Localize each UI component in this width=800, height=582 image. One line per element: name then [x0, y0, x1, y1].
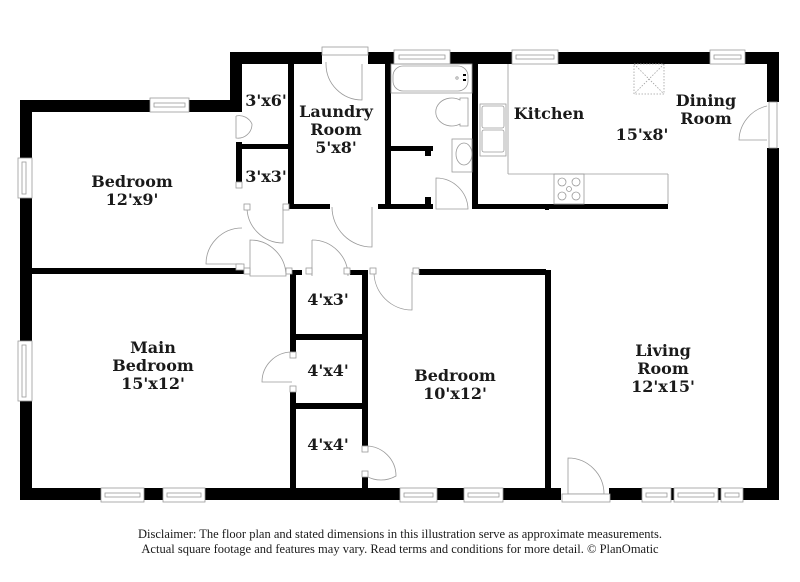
room-label-closet-4x4-a: 4'x4': [307, 362, 349, 380]
room-label-kitchen-dimensions: 15'x8': [616, 126, 669, 144]
room-dimensions: 12'x9': [105, 190, 159, 209]
room-label-living: Living Room 12'x15': [631, 342, 695, 396]
room-name: Kitchen: [513, 104, 585, 123]
floor-plan-drawing: [17, 46, 779, 503]
room-name-line1: Laundry: [299, 102, 373, 121]
room-label-bedroom-nw: Bedroom 12'x9': [91, 173, 173, 209]
room-label-closet-4x4-b: 4'x4': [307, 436, 349, 454]
bathroom-fixtures: [390, 63, 507, 173]
windows: [17, 46, 746, 503]
interior-walls: [32, 64, 668, 492]
room-label-bedroom-center: Bedroom 10'x12': [414, 367, 496, 403]
room-label-dining: Dining Room: [676, 92, 736, 128]
disclaimer: Disclaimer: The floor plan and stated di…: [0, 527, 800, 557]
room-name-line2: Room: [680, 109, 732, 128]
room-dimensions: 10'x12': [423, 384, 487, 403]
room-dimensions: 4'x3': [307, 290, 349, 309]
disclaimer-line-1: Disclaimer: The floor plan and stated di…: [138, 527, 662, 541]
room-label-kitchen: Kitchen: [514, 105, 585, 123]
kitchen-fixtures: [507, 63, 669, 205]
room-label-laundry: Laundry Room 5'x8': [299, 103, 373, 157]
room-dimensions: 15'x8': [615, 125, 669, 144]
room-dimensions: 3'x3': [245, 167, 287, 186]
room-label-closet-4x3: 4'x3': [307, 291, 349, 309]
room-label-closet-3x3: 3'x3': [245, 168, 287, 186]
room-name: Bedroom: [414, 366, 496, 385]
room-dimensions: 15'x12': [121, 374, 185, 393]
room-dimensions: 5'x8': [315, 138, 357, 157]
room-name-line2: Bedroom: [112, 356, 194, 375]
doors: [205, 62, 778, 503]
room-name-line1: Main: [130, 338, 176, 357]
room-dimensions: 4'x4': [307, 361, 349, 380]
room-name-line1: Dining: [675, 91, 737, 110]
room-name-line1: Living: [635, 341, 691, 360]
exterior-walls: [20, 52, 779, 500]
disclaimer-line-2: Actual square footage and features may v…: [141, 542, 659, 556]
room-name-line2: Room: [310, 120, 362, 139]
room-dimensions: 3'x6': [245, 91, 287, 110]
room-label-closet-3x6: 3'x6': [245, 92, 287, 110]
room-name: Bedroom: [91, 172, 173, 191]
room-label-main-bedroom: Main Bedroom 15'x12': [112, 339, 194, 393]
room-dimensions: 12'x15': [631, 377, 695, 396]
room-dimensions: 4'x4': [307, 435, 349, 454]
room-name-line2: Room: [637, 359, 689, 378]
